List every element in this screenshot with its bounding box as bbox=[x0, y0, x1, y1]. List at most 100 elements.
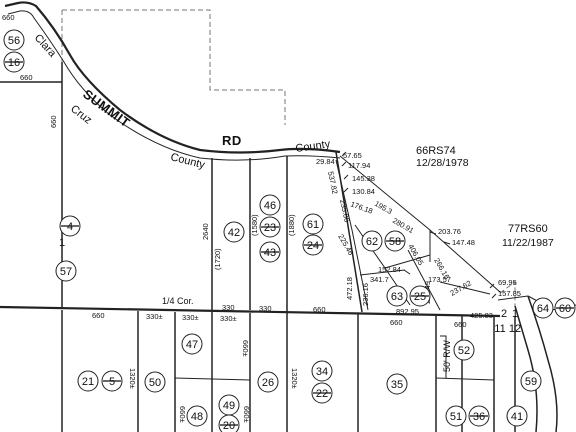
parcel-circle bbox=[302, 213, 324, 235]
road-labels: Clara SUMMIT Cruz County RD County bbox=[32, 32, 332, 171]
dimension-label: 1320± bbox=[290, 368, 299, 389]
parcel-label: 11 bbox=[494, 323, 505, 335]
dimension-label: 660± bbox=[242, 406, 251, 423]
parcel-number: 60 bbox=[559, 303, 571, 315]
parcel-label: 1 bbox=[59, 237, 65, 249]
parcel-label: 1 bbox=[512, 308, 518, 320]
parcel-label: 22 bbox=[311, 382, 333, 404]
parcel-label: 21 bbox=[77, 370, 99, 392]
parcel-number: 48 bbox=[191, 411, 203, 423]
dimension-label: 152.84 bbox=[378, 265, 401, 274]
parcel-number: 41 bbox=[511, 411, 523, 423]
parcel-label: 46 bbox=[259, 194, 281, 216]
parcel-circle bbox=[386, 373, 408, 395]
parcel-label: 51 bbox=[445, 405, 467, 427]
dimension-label: 235.06 bbox=[338, 199, 352, 223]
dimension-label: (1880) bbox=[287, 214, 296, 236]
parcel-label: 34 bbox=[311, 360, 333, 382]
dimension-label: 237.62 bbox=[449, 278, 473, 297]
parcel-circle bbox=[223, 221, 245, 243]
parcel-circle bbox=[257, 371, 279, 393]
parcel-label: 16 bbox=[3, 51, 25, 73]
parcel-number: 50 bbox=[149, 377, 161, 389]
parcel-label: 41 bbox=[506, 405, 528, 427]
parcel-label: 57 bbox=[55, 260, 77, 282]
parcel-number: 34 bbox=[316, 366, 328, 378]
dimension-label: 330± bbox=[220, 314, 237, 323]
parcel-number: 46 bbox=[264, 200, 276, 212]
parcel-number: 23 bbox=[264, 222, 276, 234]
dimension-label: 29.84 bbox=[316, 157, 335, 166]
parcel-number: 25 bbox=[414, 291, 426, 303]
road-label-cruz: Cruz bbox=[68, 103, 94, 127]
dimension-label: 69.95 bbox=[498, 278, 517, 287]
parcel-number: 22 bbox=[316, 388, 328, 400]
dimension-label: 173.57 bbox=[428, 275, 451, 284]
dimension-label: 57.65 bbox=[343, 151, 362, 160]
parcel-label: 12 bbox=[509, 323, 521, 335]
road-label-rd: RD bbox=[222, 133, 242, 148]
parcel-number: 1 bbox=[59, 237, 65, 249]
parcel-number: 43 bbox=[264, 247, 276, 259]
parcel-number: 21 bbox=[82, 376, 94, 388]
parcel-number: 49 bbox=[223, 400, 235, 412]
dimension-label: 1320± bbox=[128, 368, 137, 389]
summit-road bbox=[4, 1, 341, 161]
dimension-label: 425.83 bbox=[470, 311, 493, 320]
dimension-label: 660 bbox=[390, 318, 403, 327]
parcel-label: 64 bbox=[532, 297, 554, 319]
dimension-label: 330 bbox=[259, 304, 272, 313]
parcel-number: 24 bbox=[307, 240, 319, 252]
parcel-number: 12 bbox=[509, 323, 521, 335]
road-label-clara: Clara bbox=[32, 32, 59, 60]
parcel-circle bbox=[186, 405, 208, 427]
parcel-label: 60 bbox=[554, 297, 576, 319]
parcel-label: 20 bbox=[218, 414, 240, 432]
parcel-circle bbox=[506, 405, 528, 427]
parcel-number: 62 bbox=[366, 236, 378, 248]
dimension-label: (1720) bbox=[213, 248, 222, 270]
parcel-number: 59 bbox=[525, 376, 537, 388]
parcel-label: 56 bbox=[3, 29, 25, 51]
parcel-label: 35 bbox=[386, 373, 408, 395]
parcel-number: 58 bbox=[389, 236, 401, 248]
parcel-label: 59 bbox=[520, 370, 542, 392]
road-label-county-1: County bbox=[169, 151, 206, 171]
parcel-number: 52 bbox=[458, 345, 470, 357]
parcel-number: 57 bbox=[60, 266, 72, 278]
dimension-label: 225.46 bbox=[336, 233, 355, 257]
parcel-label: 58 bbox=[384, 230, 406, 252]
parcel-circle bbox=[218, 414, 240, 432]
parcel-number: 20 bbox=[223, 420, 235, 432]
parcel-label: 49 bbox=[218, 394, 240, 416]
parcel-label: 5 bbox=[101, 370, 123, 392]
parcel-circle bbox=[311, 360, 333, 382]
right-of-way-label: 50' R/W bbox=[442, 340, 452, 372]
recording-date: 11/22/1987 bbox=[502, 237, 554, 249]
parcel-label: 50 bbox=[144, 371, 166, 393]
parcel-circle bbox=[181, 333, 203, 355]
road-label-county-2: County bbox=[295, 138, 332, 155]
parcel-number: 61 bbox=[307, 219, 319, 231]
parcel-label: 43 bbox=[259, 241, 281, 263]
dimension-label: 660 bbox=[49, 115, 58, 128]
dimension-label: 660± bbox=[178, 406, 187, 423]
parcel-circle bbox=[77, 370, 99, 392]
recording-book: 66RS74 bbox=[416, 145, 456, 157]
recording-book: 77RS60 bbox=[508, 223, 548, 235]
parcel-number: 16 bbox=[8, 57, 20, 69]
parcel-circle bbox=[386, 285, 408, 307]
parcel-number: 1 bbox=[512, 308, 518, 320]
dimension-label: 236.16 bbox=[361, 283, 370, 306]
parcel-label: 24 bbox=[302, 234, 324, 256]
parcel-label: 25 bbox=[409, 285, 431, 307]
dimension-label: 130.84 bbox=[352, 187, 375, 196]
parcel-label: 63 bbox=[386, 285, 408, 307]
dimension-label: 195.3 bbox=[373, 199, 394, 216]
parcel-number: 47 bbox=[186, 339, 198, 351]
parcel-number: 42 bbox=[228, 227, 240, 239]
dimension-label: 537.82 bbox=[326, 171, 340, 195]
dimension-label: 330± bbox=[146, 312, 163, 321]
dimension-label: 117.94 bbox=[348, 161, 370, 170]
